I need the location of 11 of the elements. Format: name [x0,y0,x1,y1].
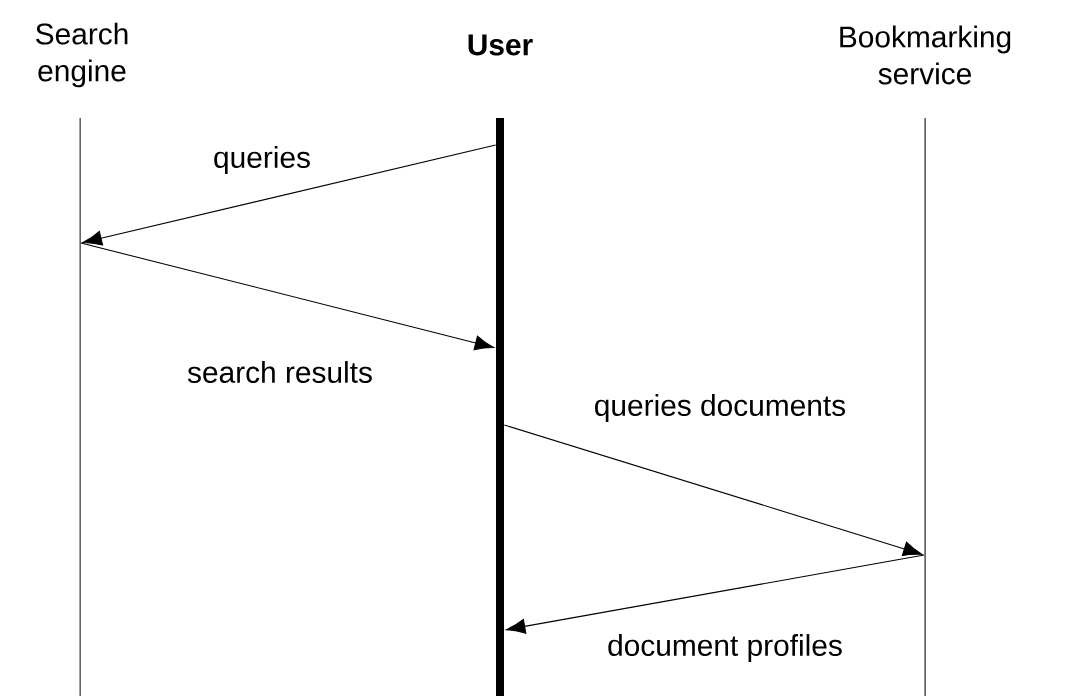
edge-label: search results [185,359,375,385]
edge-label: queries documents [592,392,848,424]
arrow [505,554,925,634]
edge-label: queries [211,144,313,176]
edge-label: document profiles [605,632,845,664]
arrow [80,242,495,351]
lifeline-label: Search engine [36,22,128,88]
lifeline-label: Bookmarking service [840,25,1011,85]
arrow [503,424,923,557]
arrow [82,144,497,246]
lifeline-label: User [468,34,533,56]
